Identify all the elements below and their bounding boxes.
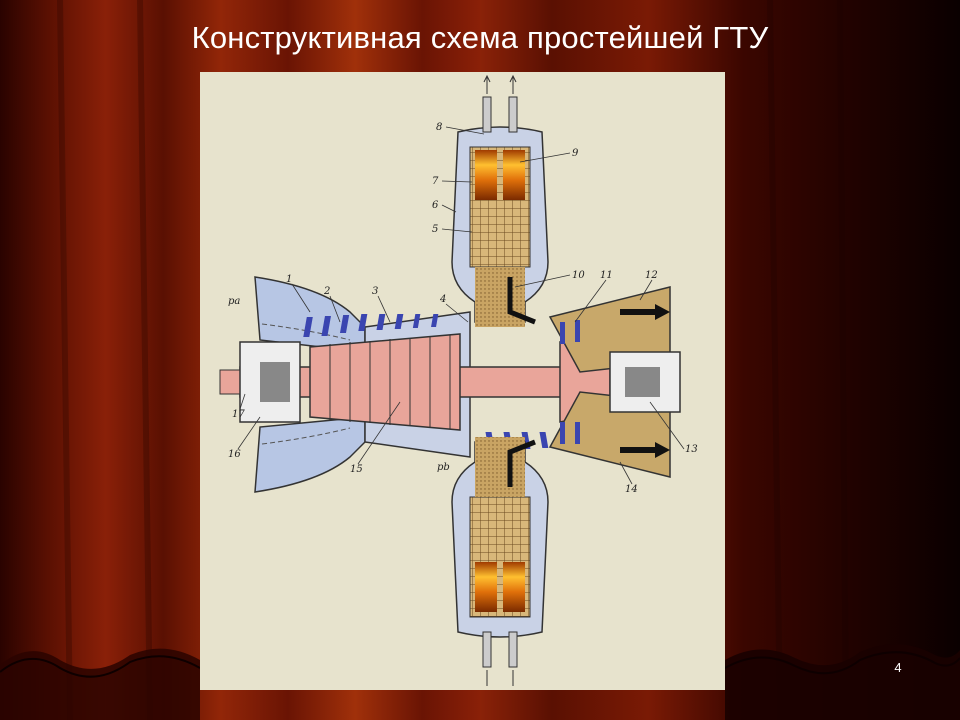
label-15: 15 [350,464,363,475]
label-9: 9 [572,148,579,159]
rotor [219,333,661,431]
label-8: 8 [436,122,442,133]
page-number: 4 [894,660,902,675]
flame-icon [475,150,497,200]
label-12: 12 [645,270,658,281]
diagram-drawing: pa pb 1 2 3 4 5 6 7 8 9 10 11 12 13 14 1… [219,74,698,686]
label-14: 14 [625,484,638,495]
combustion-chamber-bottom [451,437,549,686]
flame-icon [503,150,525,200]
label-pa: pa [228,296,240,307]
label-6: 6 [432,200,439,211]
label-5: 5 [432,224,438,235]
label-16: 16 [228,449,241,460]
label-4: 4 [439,294,446,305]
label-1: 1 [286,274,292,285]
label-11: 11 [600,270,613,281]
label-7: 7 [432,176,439,187]
label-pb: pb [437,462,450,473]
leader-lines [237,126,685,485]
combustion-chamber-top [451,74,549,327]
slide-title: Конструктивная схема простейшей ГТУ [191,20,769,55]
label-10: 10 [572,270,585,281]
diagram-labels: pa pb 1 2 3 4 5 6 7 8 9 10 11 12 13 14 1… [228,122,698,495]
label-17: 17 [232,409,245,420]
gas-turbine-diagram: pa pb 1 2 3 4 5 6 7 8 9 10 11 12 13 14 1… [200,72,725,690]
label-3: 3 [372,286,378,297]
label-2: 2 [323,286,330,297]
flame-icon [503,562,525,612]
flame-icon [475,562,497,612]
turbine-exhaust [548,286,681,478]
front-bearing [260,362,290,402]
label-13: 13 [685,444,698,455]
